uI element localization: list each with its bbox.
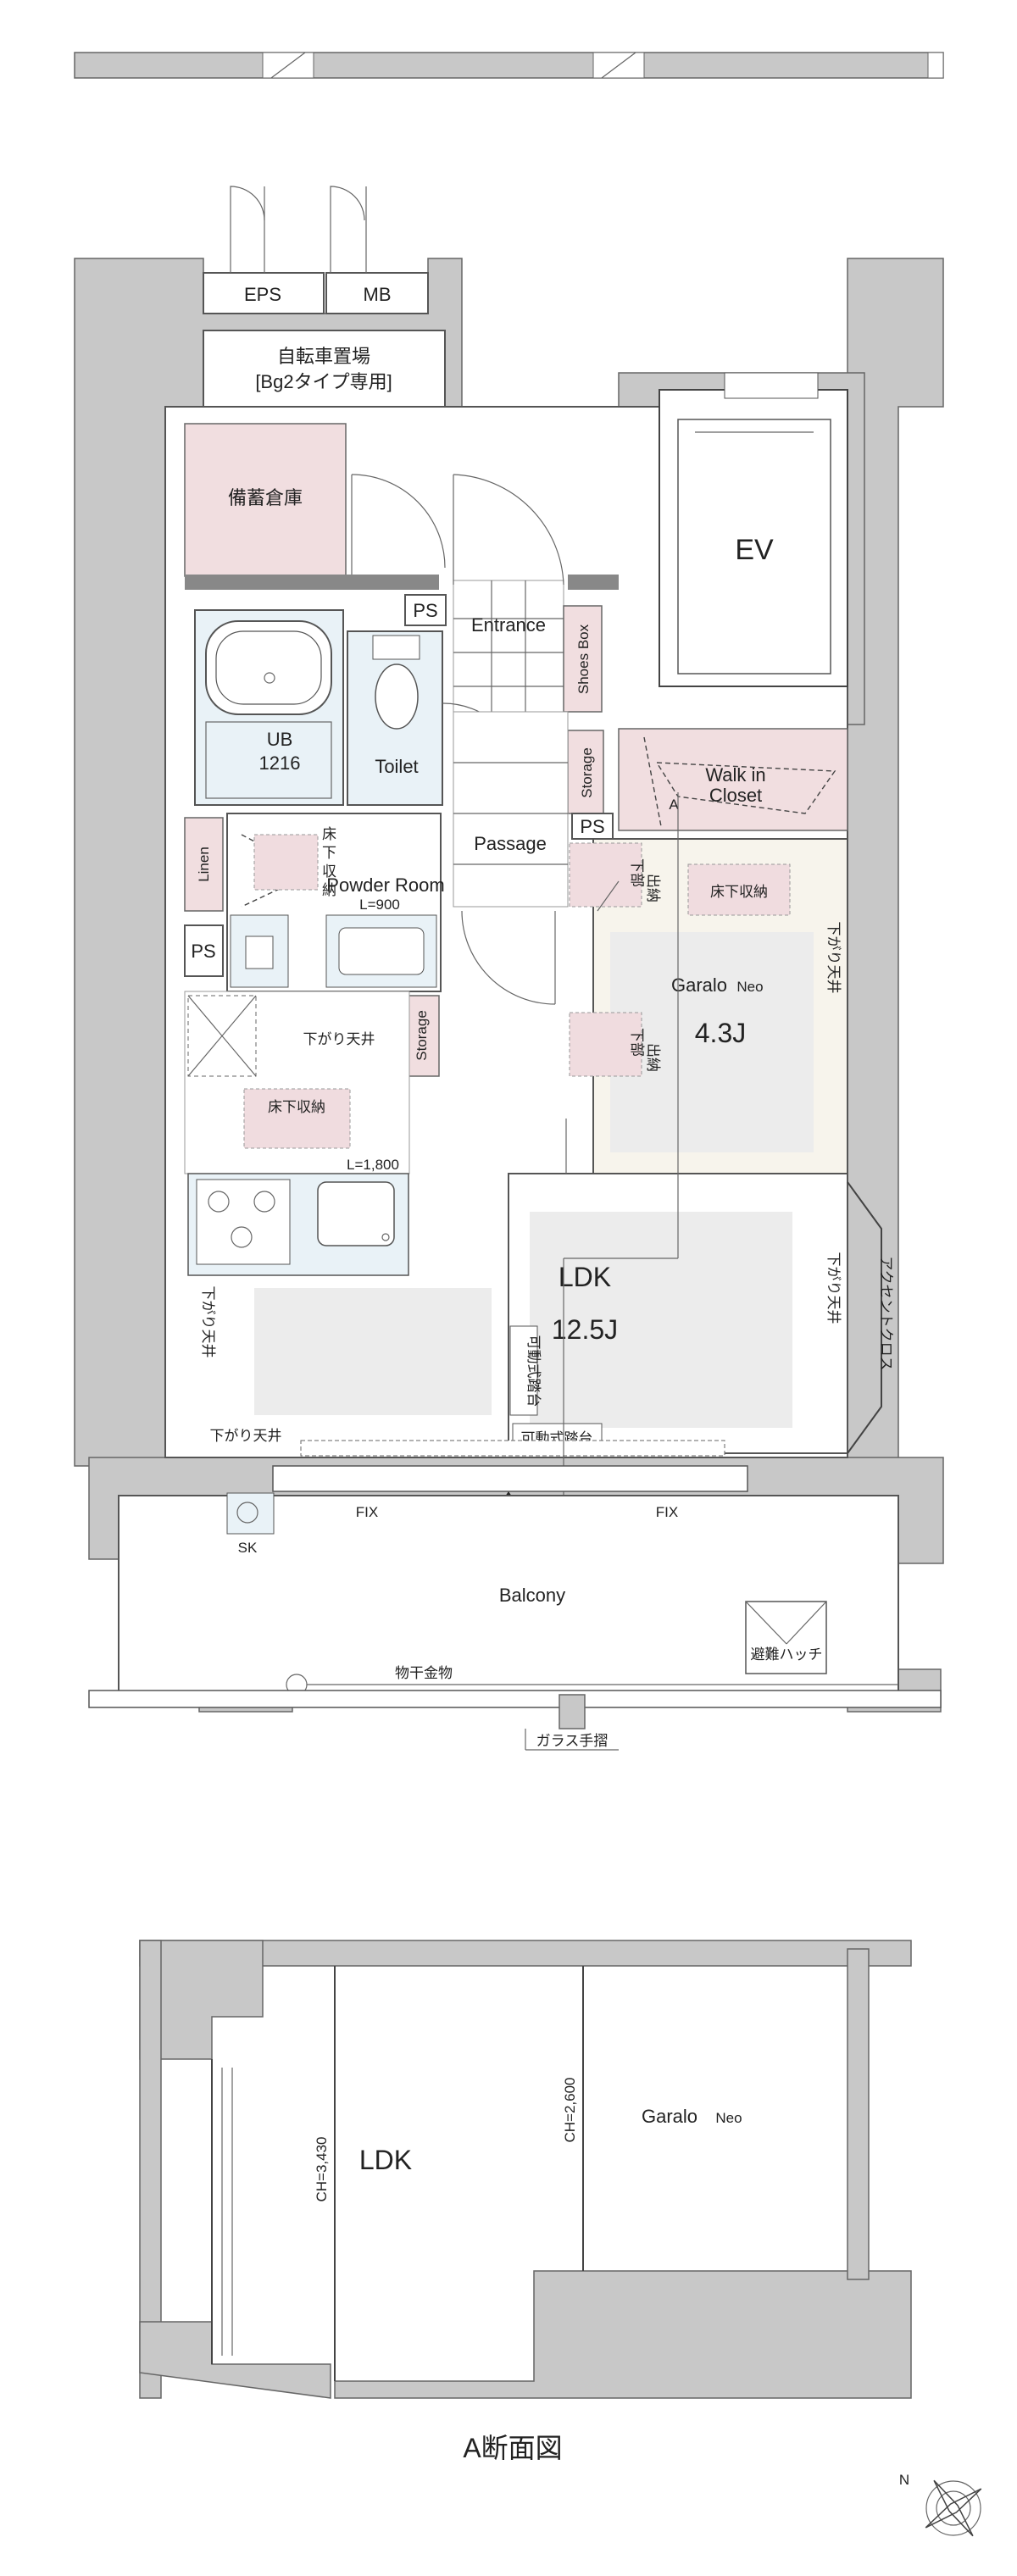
- top-corridor: [74, 52, 944, 79]
- garalo-size-label: 4.3J: [695, 1018, 746, 1048]
- ev-label: EV: [735, 534, 774, 566]
- storage-walkin: Storage Walk in Closet A PS: [567, 728, 848, 840]
- underfloor-label-vertical-4: 納: [322, 882, 336, 898]
- ub-label: UB: [267, 729, 293, 750]
- north-label: N: [899, 2472, 909, 2488]
- entrance-area: Entrance Shoes Box PS: [404, 474, 603, 713]
- laundry-pole-label: 物干金物: [395, 1665, 453, 1681]
- eps-label: EPS: [244, 284, 281, 305]
- balcony: FIX FIX SK Balcony 避難ハッチ 物干金物 ガラス手摺: [88, 1465, 942, 1751]
- hatch-label: 避難ハッチ: [751, 1646, 823, 1663]
- linen-label: Linen: [196, 847, 212, 882]
- north-compass-icon: N: [899, 2472, 982, 2537]
- neo-label: Neo: [736, 979, 763, 995]
- section-mark-a: A: [669, 797, 679, 813]
- ub-size-label: 1216: [259, 752, 301, 774]
- ldk-size-label: 12.5J: [552, 1314, 618, 1345]
- toilet-label: Toilet: [375, 756, 418, 777]
- accent-cross-label: アクセントクロス: [878, 1256, 894, 1370]
- kitchen-zone: Storage 下がり天井 床下収納 L=1,800: [184, 991, 440, 1276]
- powder-room-label: Powder Room: [326, 874, 444, 896]
- kabu-label-1: 下部: [629, 858, 645, 887]
- unit-bath: UB 1216: [194, 609, 344, 806]
- service-rooms: EPS MB 自転車置場 [Bg2タイプ専用]: [203, 186, 446, 409]
- sk-label: SK: [238, 1540, 258, 1556]
- fix-label-left: FIX: [356, 1504, 378, 1520]
- underfloor-label-vertical-1: 床: [322, 826, 336, 842]
- l1800-label: L=1,800: [347, 1157, 399, 1173]
- section-title: A断面図: [463, 2433, 562, 2463]
- underfloor-label-vertical-3: 収: [322, 863, 336, 880]
- l900-label: L=900: [359, 897, 400, 913]
- sagari-label-kitchen: 下がり天井: [303, 1031, 375, 1047]
- passage-label: Passage: [474, 833, 547, 854]
- balcony-label: Balcony: [499, 1585, 565, 1606]
- ps-label-top: PS: [413, 600, 437, 621]
- walk-in-label: Walk in: [705, 764, 765, 786]
- bicycle-label: 自転車置場: [277, 346, 370, 367]
- ps-label-left: PS: [191, 941, 215, 962]
- powder-room: Linen 床 下 収 納 Powder Room L=900 PS: [184, 813, 445, 992]
- garalo-label: Garalo: [671, 974, 727, 996]
- entrance-label: Entrance: [471, 614, 546, 636]
- mb-label: MB: [364, 284, 392, 305]
- glass-railing-label: ガラス手摺: [536, 1733, 609, 1749]
- garalo-section-label: Garalo: [642, 2106, 697, 2127]
- section-a-drawing: LDK Garalo Neo CH=3,430 CH=2,600 A断面図: [139, 1940, 912, 2463]
- shunou-label-1: 出納: [645, 874, 661, 902]
- ch-ldk-label: CH=3,430: [314, 2136, 330, 2201]
- storage-room-label: 備蓄倉庫: [228, 487, 303, 508]
- bicycle-type-label: [Bg2タイプ専用]: [255, 371, 392, 392]
- storage-label-2: Storage: [414, 1010, 430, 1061]
- sagari-label-ldk-bottom: 下がり天井: [210, 1428, 282, 1444]
- ps-label-mid: PS: [580, 816, 604, 837]
- kabu-label-2: 下部: [629, 1028, 645, 1057]
- underfloor-label-kitchen: 床下収納: [268, 1099, 325, 1115]
- passage: Passage: [453, 711, 569, 1005]
- ldk-room: LDK 12.5J 可動式踏台 下がり天井 アクセントクロス 下がり天井 下がり…: [200, 792, 894, 1543]
- fix-label-right: FIX: [656, 1504, 678, 1520]
- underfloor-label-vertical-2: 下: [322, 845, 336, 861]
- ldk-label: LDK: [559, 1262, 611, 1292]
- storage-label-1: Storage: [579, 747, 595, 798]
- step-label-vertical: 可動式踏台: [525, 1335, 542, 1407]
- shunou-label-2: 出納: [645, 1043, 661, 1072]
- neo-section-label: Neo: [715, 2110, 742, 2126]
- elevator: EV: [659, 372, 848, 687]
- closet-label: Closet: [709, 785, 762, 806]
- sagari-label-ldk-left: 下がり天井: [200, 1286, 216, 1358]
- ldk-section-label: LDK: [359, 2145, 412, 2175]
- shoes-box-label: Shoes Box: [575, 624, 592, 694]
- ch-garalo-label: CH=2,600: [562, 2077, 578, 2142]
- underfloor-label-garalo: 床下収納: [710, 884, 768, 900]
- storage-room: 備蓄倉庫: [184, 423, 619, 590]
- sagari-label-ldk-right: 下がり天井: [825, 1252, 842, 1324]
- sagari-label-garalo: 下がり天井: [825, 922, 842, 994]
- garalo-neo-room: 床下収納 下部 出納 下部 出納 Garalo Neo 4.3J 下がり天井: [569, 838, 848, 1174]
- toilet-room: Toilet: [347, 630, 525, 806]
